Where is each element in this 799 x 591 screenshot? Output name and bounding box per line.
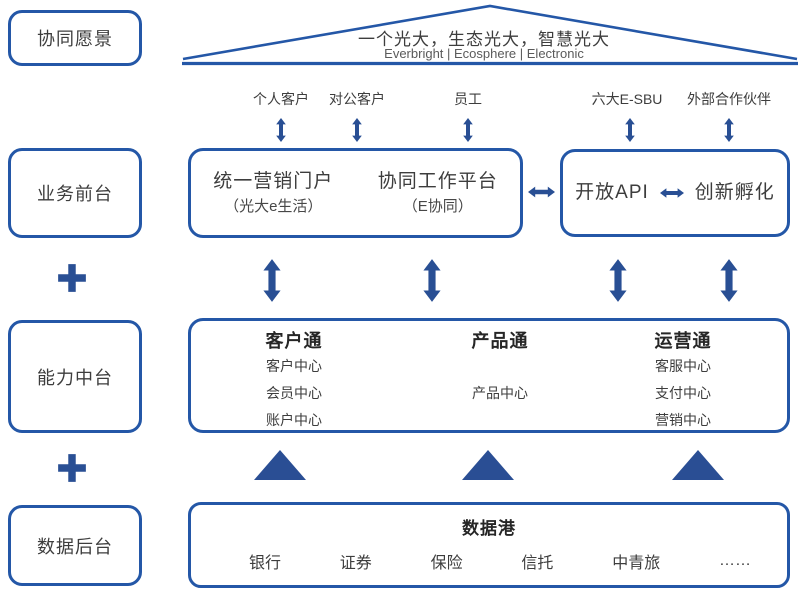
front-platform-box: 统一营销门户 （光大e生活） 协同工作平台 （E协同）: [188, 148, 523, 238]
row-label-capability-middle: 能力中台: [8, 320, 142, 433]
plus-icon: [58, 264, 86, 292]
double-arrow-vertical-icon: [720, 259, 738, 302]
column-header: 运营通: [654, 331, 712, 351]
data-back-label: 数据后台: [37, 536, 113, 557]
row-label-vision: 协同愿景: [8, 10, 142, 66]
double-arrow-vertical-icon: [352, 118, 362, 142]
business-front-label: 业务前台: [37, 184, 113, 204]
channel-label: 员工: [454, 91, 482, 107]
double-arrow-vertical-icon: [263, 259, 281, 302]
data-port-item: ……: [718, 552, 751, 569]
column-item: 客户中心: [266, 358, 322, 374]
column-item: 营销中心: [655, 412, 711, 428]
capability-column-operation: 运营通 客服中心 支付中心 营销中心: [608, 329, 758, 434]
column-header: 客户通: [265, 331, 323, 351]
double-arrow-vertical-icon: [276, 118, 286, 142]
data-port-item: 银行: [249, 555, 282, 572]
up-triangle-icon: [462, 450, 514, 480]
collaboration-platform-title: 协同工作平台: [377, 170, 498, 192]
column-item: 会员中心: [266, 385, 322, 401]
plus-icon: [58, 454, 86, 482]
data-port-item: 证券: [339, 555, 372, 572]
double-arrow-vertical-icon: [423, 259, 441, 302]
data-port-title: 数据港: [462, 519, 516, 538]
row-label-data-back: 数据后台: [8, 505, 142, 586]
capability-platform-box: 客户通 客户中心 会员中心 账户中心 产品通 产品中心 运营通 客服中心 支付中…: [188, 318, 790, 433]
incubation-label: 创新孵化: [694, 182, 775, 203]
channel-label: 个人客户: [253, 91, 309, 107]
double-arrow-horizontal-icon: [659, 188, 684, 198]
collaboration-platform: 协同工作平台 （E协同）: [356, 169, 521, 218]
marketing-portal-subtitle: （光大e生活）: [224, 197, 323, 215]
double-arrow-horizontal-icon: [528, 186, 555, 198]
column-item: 支付中心: [655, 385, 711, 401]
marketing-portal-title: 统一营销门户: [213, 170, 334, 192]
roof-subtitle: Everbright | Ecosphere | Electronic: [384, 46, 584, 61]
data-port-item: 中青旅: [612, 555, 661, 572]
column-spacer: [425, 353, 575, 380]
double-arrow-vertical-icon: [724, 118, 734, 142]
roof-outline-icon: [182, 4, 798, 66]
vision-label: 协同愿景: [37, 29, 113, 49]
column-header: 产品通: [471, 331, 529, 351]
roof-title: 一个光大，生态光大，智慧光大: [358, 30, 610, 49]
open-innovation-box: 开放API 创新孵化: [560, 149, 790, 237]
up-triangle-icon: [254, 450, 306, 480]
double-arrow-vertical-icon: [463, 118, 473, 142]
channel-label: 六大E-SBU: [591, 91, 663, 107]
column-item: 产品中心: [472, 385, 528, 401]
capability-column-product: 产品通 产品中心: [425, 329, 575, 407]
data-port-items: 银行 证券 保险 信托 中青旅 ……: [191, 549, 787, 573]
column-item: 客服中心: [655, 358, 711, 374]
up-triangle-icon: [672, 450, 724, 480]
column-item: 账户中心: [266, 412, 322, 428]
collaboration-platform-subtitle: （E协同）: [402, 197, 473, 215]
row-label-business-front: 业务前台: [8, 148, 142, 238]
open-api-label: 开放API: [575, 182, 649, 203]
data-port-item: 信托: [521, 555, 554, 572]
capability-column-customer: 客户通 客户中心 会员中心 账户中心: [219, 329, 369, 434]
data-port-item: 保险: [430, 555, 463, 572]
data-port-box: 数据港 银行 证券 保险 信托 中青旅 ……: [188, 502, 790, 588]
double-arrow-vertical-icon: [625, 118, 635, 142]
channel-label: 外部合作伙伴: [687, 91, 771, 107]
capability-middle-label: 能力中台: [37, 367, 113, 388]
marketing-portal: 统一营销门户 （光大e生活）: [191, 169, 356, 218]
channel-label: 对公客户: [329, 91, 385, 107]
double-arrow-vertical-icon: [609, 259, 627, 302]
